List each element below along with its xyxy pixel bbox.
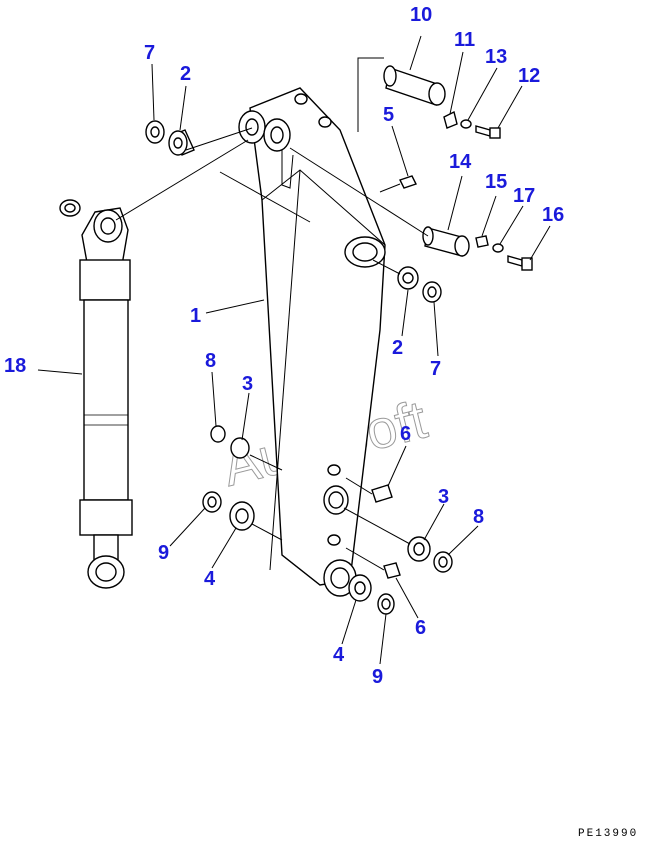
- label-part-15: 15: [485, 171, 507, 193]
- label-part-4-right: 4: [333, 644, 345, 666]
- label-part-13: 13: [485, 46, 507, 68]
- label-part-9-left: 9: [158, 542, 169, 564]
- label-part-7-right: 7: [430, 358, 441, 380]
- seal-8-left: [210, 425, 226, 443]
- washer-13: [460, 119, 472, 129]
- plate-11: [443, 110, 458, 129]
- washer-17: [492, 243, 504, 253]
- leader-lines: [37, 35, 551, 665]
- pin-10: [383, 65, 446, 106]
- bolt-12: [475, 125, 491, 137]
- pin-14: [422, 226, 470, 257]
- label-part-5: 5: [383, 104, 394, 126]
- grease-fitting-6-upper: [371, 484, 393, 503]
- label-part-9-right: 9: [372, 666, 383, 688]
- plate-15: [475, 235, 489, 248]
- label-part-3-right: 3: [438, 486, 449, 508]
- bolt-16: [507, 255, 523, 267]
- label-part-10: 10: [410, 4, 432, 26]
- grease-fitting-5: [399, 175, 417, 189]
- label-part-18: 18: [4, 355, 26, 377]
- label-part-3-left: 3: [242, 373, 253, 395]
- bushing-3-left: [230, 437, 250, 459]
- drawing-code: PE13990: [578, 828, 638, 840]
- label-part-7-upper: 7: [144, 42, 155, 64]
- label-part-11: 11: [454, 29, 475, 51]
- part-labels: 1 2 2 3 3 4 4 5 6 6 7 7 8 8 9 9 10 11 12…: [4, 4, 564, 688]
- bolt-16-head: [521, 257, 533, 271]
- label-part-1: 1: [190, 305, 201, 327]
- grease-fitting-6-lower: [383, 562, 401, 579]
- label-part-17: 17: [513, 185, 535, 207]
- label-part-8-right: 8: [473, 506, 484, 528]
- label-part-2-right: 2: [392, 337, 403, 359]
- label-part-2-upper: 2: [180, 63, 191, 85]
- label-part-6-lower: 6: [415, 617, 426, 639]
- label-part-14: 14: [449, 151, 472, 173]
- bolt-12-head: [489, 127, 501, 139]
- arm-body: [238, 87, 386, 597]
- label-part-4-left: 4: [204, 568, 216, 590]
- label-part-6-upper: 6: [400, 423, 411, 445]
- cylinder: [59, 199, 133, 589]
- label-part-8-left: 8: [205, 350, 216, 372]
- label-part-12: 12: [518, 65, 540, 87]
- label-part-16: 16: [542, 204, 564, 226]
